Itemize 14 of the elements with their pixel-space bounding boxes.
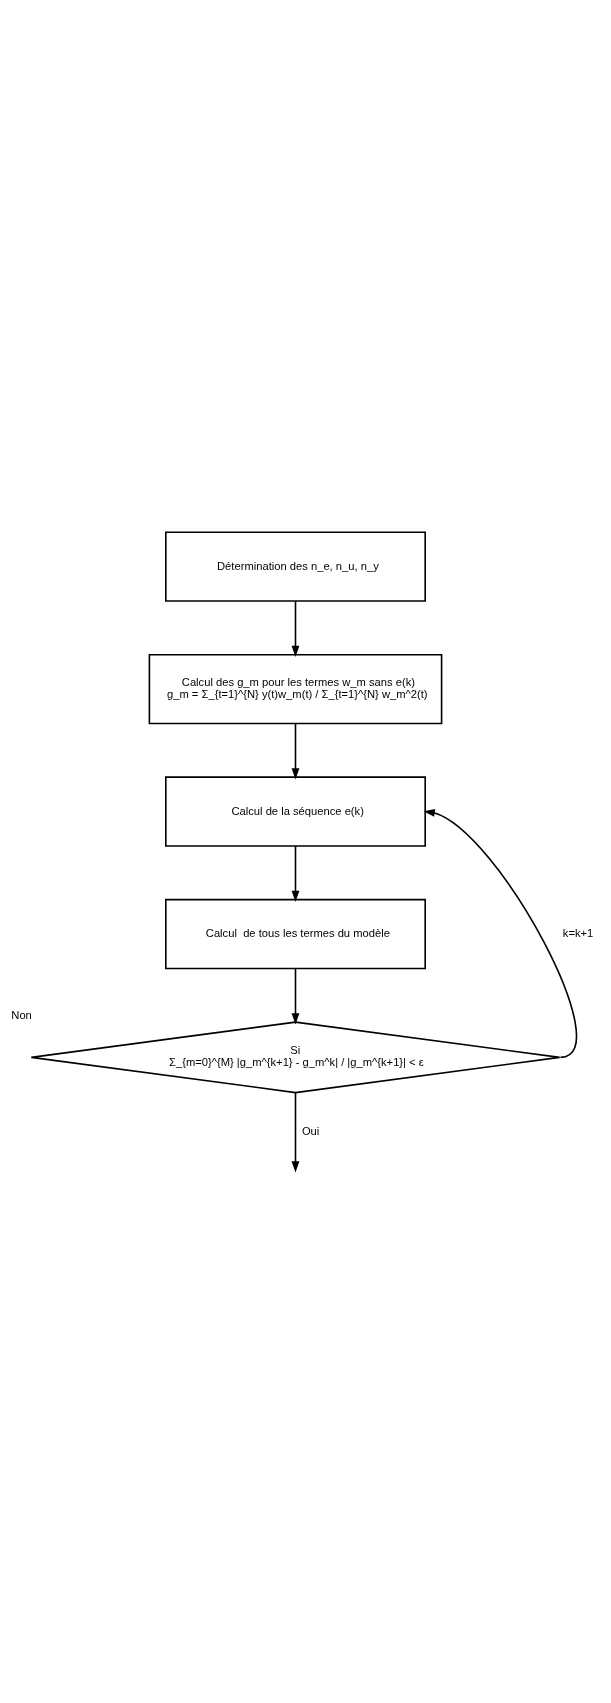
node-label: Non <box>11 1009 32 1022</box>
arrow <box>291 722 300 780</box>
arrow <box>423 809 578 1059</box>
edge-label: k=k+1 <box>562 927 594 940</box>
arrow <box>291 845 300 902</box>
arrow <box>291 1091 300 1173</box>
node-box: Détermination des n_e, n_u, n_y <box>165 531 426 602</box>
node-box: Calcul des g_m pour les termes w_m sans e(k) g_m = Σ_{t=1}^{N} y(t)w_m(t) / Σ_{t=1}^{N} w_m^2(t) <box>148 653 443 725</box>
node-diamond: Si Σ_{m=0}^{M} |g_m^{k+1} - g_m^k| / |g_m^{k+1}| < ε <box>30 1021 561 1094</box>
node-box: Calcul de la séquence e(k) <box>165 776 426 847</box>
arrow <box>291 967 300 1025</box>
arrow <box>291 600 300 657</box>
edge-label: Oui <box>301 1124 320 1137</box>
node-box: Calcul de tous les termes du modèle <box>165 898 426 970</box>
